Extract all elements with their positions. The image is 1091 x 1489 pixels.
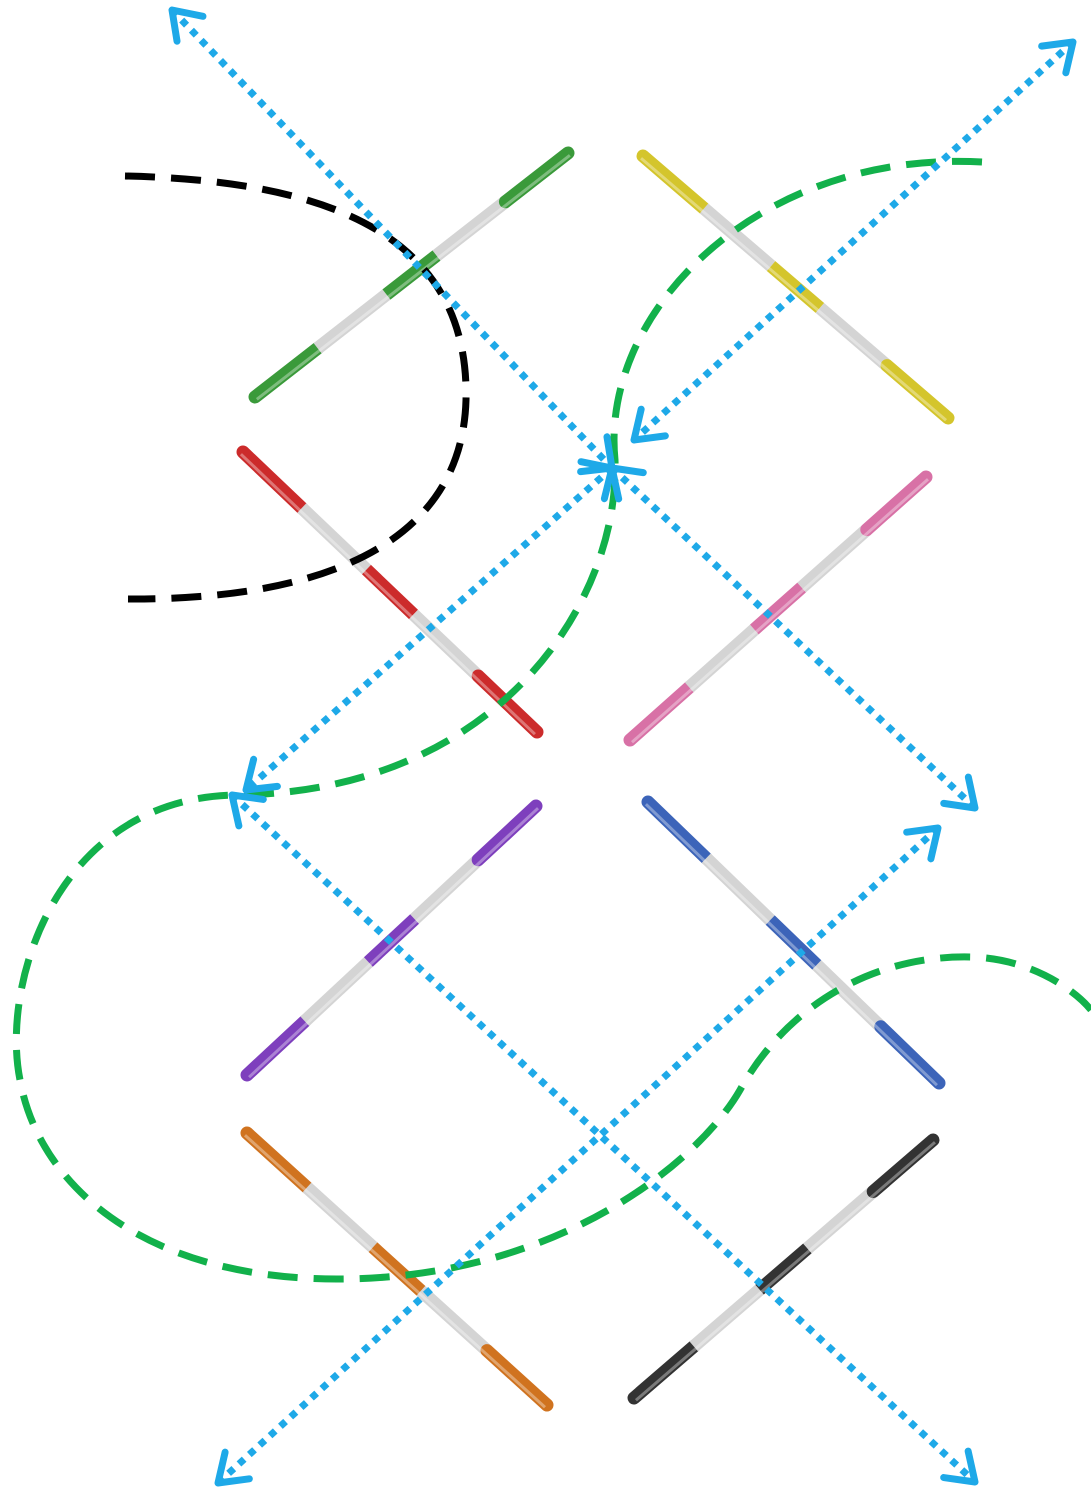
rod-color-band <box>750 582 806 635</box>
rod-color-band <box>361 564 419 620</box>
dotted-arrow-shaft <box>215 825 941 1486</box>
rod-color-band <box>627 1339 701 1405</box>
rod-color-band <box>623 680 696 747</box>
rod-highlight <box>634 1141 936 1402</box>
rod-color-band <box>480 1344 554 1412</box>
rod-light-band <box>432 196 510 261</box>
rod-highlight <box>630 478 929 744</box>
rod-color-band <box>368 1242 426 1296</box>
arrow-head-start <box>1038 38 1077 77</box>
rod-highlight <box>248 807 540 1079</box>
rod-color-band <box>471 799 543 867</box>
rod-color-band <box>498 146 575 209</box>
rod-highlight <box>644 803 938 1087</box>
arrow-head-end <box>242 755 281 794</box>
dotted-arrow-c <box>608 464 979 812</box>
arrow-head-start <box>903 824 942 863</box>
arrows-layer <box>168 6 1077 1487</box>
rod-light-band <box>313 289 391 354</box>
black-dashed-curve <box>124 172 470 603</box>
dotted-arrow-d <box>242 464 616 794</box>
arrow-head-start <box>228 791 267 830</box>
dotted-arrow-f <box>214 824 942 1487</box>
arrow-head-end <box>940 1447 979 1486</box>
rod-color-band <box>636 149 711 215</box>
arrow-head-start <box>168 6 207 45</box>
rod-orange <box>240 1126 554 1412</box>
rod-color-band <box>860 470 933 537</box>
rod-color-band <box>866 1133 940 1199</box>
arrow-head-end <box>214 1448 253 1487</box>
rod-light-band <box>812 960 886 1032</box>
rod-color-band <box>874 1020 946 1090</box>
rod-color-band <box>641 795 713 865</box>
rod-light-band <box>701 853 775 925</box>
rod-light-band <box>410 855 483 924</box>
rod-color-band <box>382 250 441 300</box>
green-dashed-curve <box>12 157 1091 1283</box>
rod-color-band <box>240 1014 312 1082</box>
rod-highlight <box>239 453 536 736</box>
rod-blue <box>641 795 946 1090</box>
dotted-arrow-b <box>630 38 1077 444</box>
rod-light-band <box>689 1284 764 1352</box>
dotted-arrow-shaft <box>609 465 978 811</box>
rod-color-band <box>765 915 822 970</box>
rod-highlight <box>255 154 571 401</box>
rod-light-band <box>416 1285 492 1356</box>
rod-color-band <box>240 1126 314 1194</box>
arrow-head-end <box>940 773 979 812</box>
rod-color-band <box>471 669 544 739</box>
arrow-head-end <box>577 433 616 472</box>
rod-light-band <box>409 609 483 681</box>
rod-light-band <box>302 1182 378 1253</box>
rod-light-band <box>684 624 759 693</box>
rod-light-band <box>699 203 776 271</box>
rod-color-band <box>880 359 955 425</box>
rod-red <box>236 445 544 739</box>
curves-layer <box>12 157 1091 1283</box>
rod-light-band <box>803 1186 878 1254</box>
arrow-head-start <box>577 464 616 503</box>
rod-pink <box>623 470 933 747</box>
rod-highlight <box>243 1134 546 1409</box>
rod-color-band <box>248 341 325 404</box>
dotted-arrow-e <box>228 791 979 1486</box>
dotted-arrow-shaft <box>631 39 1076 443</box>
dotted-arrow-shaft <box>229 792 978 1485</box>
rod-black <box>627 1133 940 1405</box>
arrow-head-end <box>630 405 669 444</box>
rod-yellow <box>636 149 955 425</box>
rod-highlight <box>640 157 948 422</box>
rod-green <box>248 146 575 404</box>
rod-light-band <box>797 524 872 593</box>
rod-color-band <box>236 445 309 515</box>
rod-light-band <box>300 957 373 1026</box>
rod-light-band <box>815 303 892 371</box>
rod-color-band <box>755 1243 812 1295</box>
rod-color-band <box>766 261 825 313</box>
dotted-arrow-shaft <box>243 465 615 793</box>
